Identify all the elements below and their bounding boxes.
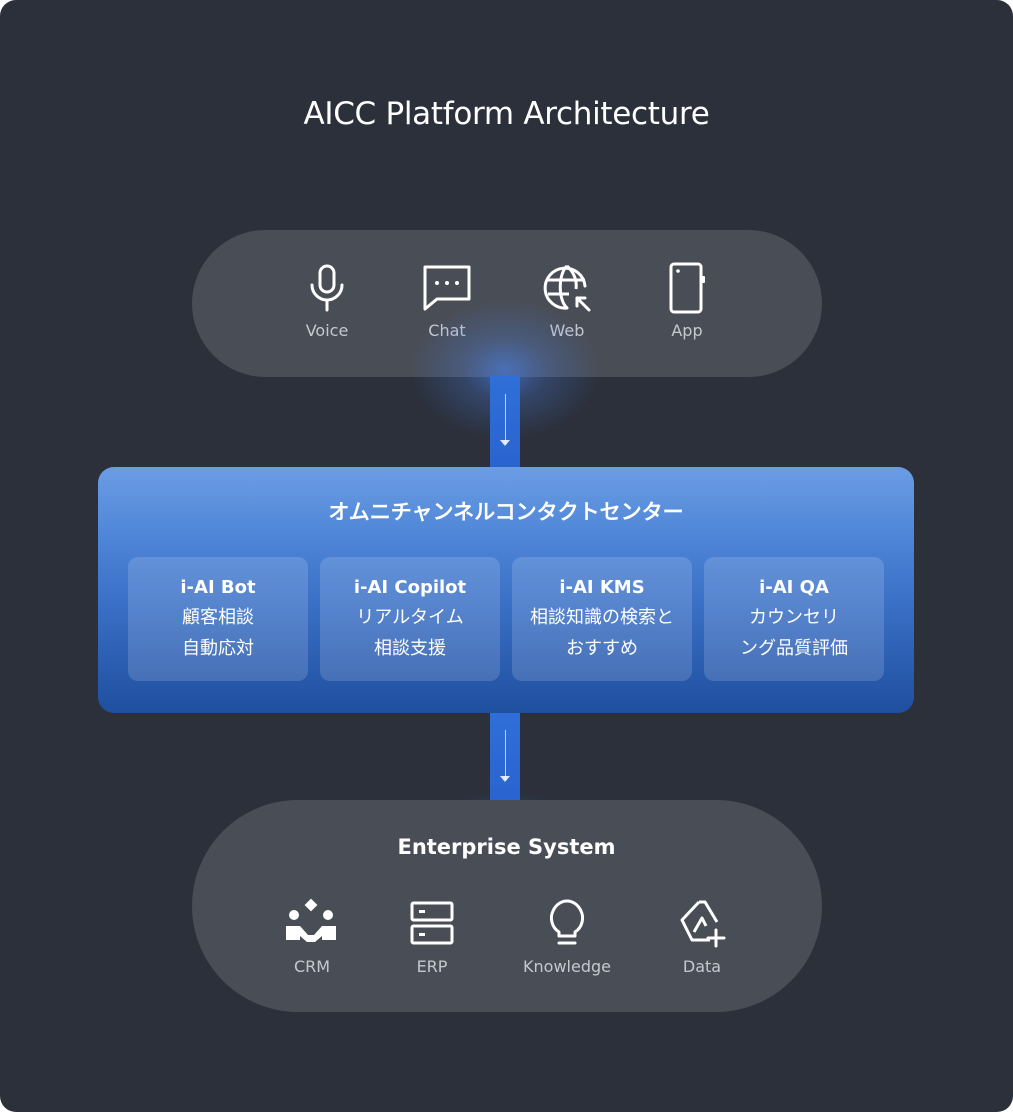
system-label: CRM <box>293 957 331 976</box>
lightbulb-icon <box>549 899 585 945</box>
channel-web: Web <box>517 262 617 342</box>
module-desc: 相談知識の検索と おすすめ <box>530 607 674 659</box>
connector-top <box>490 376 520 468</box>
system-label: Knowledge <box>523 957 611 976</box>
module-kms: i-AI KMS 相談知識の検索と おすすめ <box>512 557 692 681</box>
system-data: Data <box>642 898 762 978</box>
module-name: i-AI Copilot <box>353 577 467 598</box>
arrow-head-icon <box>500 776 510 782</box>
channel-chat: Chat <box>397 262 497 342</box>
page-title: AICC Platform Architecture <box>303 96 710 132</box>
system-label: ERP <box>416 957 448 976</box>
globe-cursor-icon <box>543 264 591 312</box>
channel-label: Voice <box>305 321 349 340</box>
enterprise-panel <box>192 800 822 1012</box>
smartphone-icon <box>669 262 705 314</box>
channel-app: App <box>637 262 737 342</box>
module-name: i-AI Bot <box>180 577 256 598</box>
module-desc: カウンセリ ング品質評価 <box>740 607 848 659</box>
system-erp: ERP <box>372 898 492 978</box>
system-label: Data <box>682 957 722 976</box>
connector-bottom <box>490 712 520 802</box>
arrow-down-icon <box>504 730 506 780</box>
arrow-down-icon <box>504 394 506 444</box>
system-crm: CRM <box>252 898 372 978</box>
channel-label: Web <box>549 321 585 340</box>
server-icon <box>410 901 454 945</box>
system-knowledge: Knowledge <box>507 898 627 978</box>
module-qa: i-AI QA カウンセリ ング品質評価 <box>704 557 884 681</box>
module-copilot: i-AI Copilot リアルタイム 相談支援 <box>320 557 500 681</box>
channel-label: App <box>671 321 703 340</box>
module-name: i-AI KMS <box>559 577 645 598</box>
module-desc: リアルタイム 相談支援 <box>356 607 464 659</box>
channel-label: Chat <box>428 321 466 340</box>
arrow-head-icon <box>500 440 510 446</box>
module-bot: i-AI Bot 顧客相談 自動応対 <box>128 557 308 681</box>
omnichannel-contact-center: オムニチャンネルコンタクトセンター i-AI Bot 顧客相談 自動応対 i-A… <box>98 467 914 713</box>
data-add-icon <box>680 900 726 948</box>
module-name: i-AI QA <box>759 577 829 598</box>
handshake-icon <box>286 898 336 942</box>
chat-bubble-icon <box>423 265 471 311</box>
microphone-icon <box>310 264 344 312</box>
module-desc: 顧客相談 自動応対 <box>182 607 254 659</box>
enterprise-title: Enterprise System <box>397 835 616 859</box>
channel-voice: Voice <box>277 262 377 342</box>
center-title: オムニチャンネルコンタクトセンター <box>328 500 684 524</box>
